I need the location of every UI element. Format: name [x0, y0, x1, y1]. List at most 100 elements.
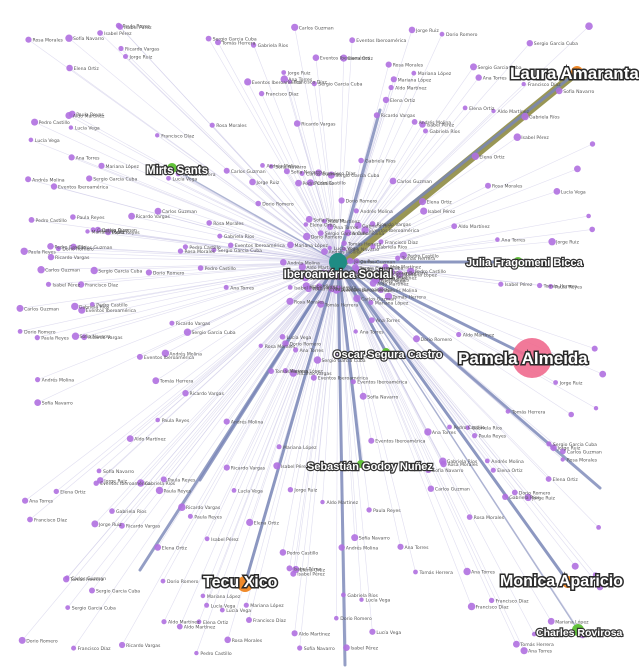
- minor-node[interactable]: [413, 569, 418, 575]
- minor-node[interactable]: [314, 463, 322, 471]
- minor-node[interactable]: [338, 197, 345, 204]
- minor-node[interactable]: [350, 379, 356, 385]
- minor-node[interactable]: [299, 171, 305, 176]
- minor-node[interactable]: [586, 213, 591, 219]
- minor-node[interactable]: [187, 513, 193, 519]
- minor-node[interactable]: [287, 79, 292, 84]
- minor-node[interactable]: [472, 433, 478, 439]
- minor-node[interactable]: [209, 122, 215, 128]
- minor-node[interactable]: [45, 281, 52, 287]
- minor-node[interactable]: [368, 437, 375, 444]
- minor-node[interactable]: [293, 120, 301, 127]
- minor-node[interactable]: [305, 215, 313, 223]
- minor-node[interactable]: [451, 223, 458, 230]
- minor-node[interactable]: [22, 497, 29, 504]
- minor-node[interactable]: [505, 409, 511, 414]
- minor-node[interactable]: [354, 221, 362, 229]
- minor-node[interactable]: [194, 650, 199, 656]
- minor-node[interactable]: [369, 628, 376, 635]
- minor-node[interactable]: [94, 226, 101, 233]
- minor-node[interactable]: [117, 23, 124, 30]
- minor-node[interactable]: [246, 617, 252, 623]
- minor-node[interactable]: [553, 188, 561, 195]
- minor-node[interactable]: [369, 221, 376, 227]
- minor-node[interactable]: [531, 631, 537, 637]
- minor-node[interactable]: [35, 377, 41, 383]
- minor-node[interactable]: [71, 645, 77, 651]
- minor-node[interactable]: [161, 349, 170, 357]
- minor-node[interactable]: [333, 269, 340, 276]
- minor-node[interactable]: [545, 476, 552, 482]
- minor-node[interactable]: [378, 239, 384, 245]
- minor-node[interactable]: [177, 248, 184, 254]
- minor-node[interactable]: [344, 229, 352, 237]
- minor-node[interactable]: [97, 477, 104, 484]
- minor-node[interactable]: [353, 294, 361, 303]
- minor-node[interactable]: [205, 35, 212, 42]
- minor-node[interactable]: [169, 320, 175, 326]
- minor-node[interactable]: [286, 565, 293, 572]
- minor-node[interactable]: [389, 177, 397, 185]
- minor-node[interactable]: [65, 605, 71, 610]
- minor-node[interactable]: [470, 63, 477, 71]
- minor-node[interactable]: [17, 329, 23, 334]
- minor-node[interactable]: [341, 240, 347, 247]
- minor-node[interactable]: [347, 257, 354, 264]
- minor-node[interactable]: [511, 489, 518, 496]
- minor-node[interactable]: [303, 222, 309, 227]
- minor-node[interactable]: [34, 399, 42, 406]
- minor-node[interactable]: [90, 227, 96, 233]
- node-oscar[interactable]: [382, 348, 390, 356]
- minor-node[interactable]: [123, 54, 128, 59]
- minor-node[interactable]: [560, 457, 565, 462]
- minor-node[interactable]: [126, 435, 134, 442]
- minor-node[interactable]: [196, 619, 202, 625]
- minor-node[interactable]: [282, 368, 288, 374]
- minor-node[interactable]: [295, 179, 302, 187]
- minor-node[interactable]: [297, 645, 303, 651]
- minor-node[interactable]: [349, 37, 356, 44]
- minor-node[interactable]: [593, 406, 599, 411]
- minor-node[interactable]: [373, 277, 380, 284]
- minor-node[interactable]: [335, 285, 342, 293]
- minor-node[interactable]: [385, 61, 392, 68]
- hub-node[interactable]: [329, 253, 347, 271]
- minor-node[interactable]: [547, 617, 555, 625]
- minor-node[interactable]: [281, 70, 287, 75]
- minor-node[interactable]: [16, 304, 24, 312]
- minor-node[interactable]: [546, 441, 552, 447]
- minor-node[interactable]: [228, 242, 234, 248]
- minor-node[interactable]: [20, 247, 28, 255]
- minor-node[interactable]: [118, 522, 125, 529]
- minor-node[interactable]: [599, 370, 607, 378]
- minor-node[interactable]: [456, 331, 462, 338]
- minor-node[interactable]: [413, 335, 420, 343]
- minor-node[interactable]: [81, 334, 88, 341]
- node-pamela[interactable]: [512, 338, 552, 378]
- minor-node[interactable]: [495, 237, 500, 242]
- minor-node[interactable]: [47, 253, 55, 261]
- minor-node[interactable]: [555, 87, 563, 95]
- minor-node[interactable]: [287, 285, 293, 290]
- minor-node[interactable]: [160, 476, 167, 483]
- minor-node[interactable]: [520, 647, 528, 655]
- node-charles[interactable]: [572, 624, 584, 636]
- minor-node[interactable]: [596, 583, 604, 591]
- minor-node[interactable]: [370, 243, 376, 250]
- minor-node[interactable]: [282, 340, 289, 347]
- minor-node[interactable]: [524, 493, 532, 502]
- minor-node[interactable]: [197, 265, 204, 271]
- minor-node[interactable]: [388, 84, 394, 91]
- minor-node[interactable]: [136, 353, 143, 360]
- minor-node[interactable]: [249, 178, 256, 186]
- minor-node[interactable]: [359, 392, 367, 400]
- minor-node[interactable]: [243, 602, 249, 608]
- minor-node[interactable]: [155, 133, 160, 138]
- minor-node[interactable]: [71, 332, 80, 340]
- minor-node[interactable]: [382, 263, 389, 270]
- minor-node[interactable]: [66, 64, 73, 72]
- minor-node[interactable]: [333, 354, 339, 360]
- minor-node[interactable]: [548, 238, 556, 246]
- node-laura[interactable]: [571, 66, 583, 78]
- minor-node[interactable]: [287, 487, 294, 493]
